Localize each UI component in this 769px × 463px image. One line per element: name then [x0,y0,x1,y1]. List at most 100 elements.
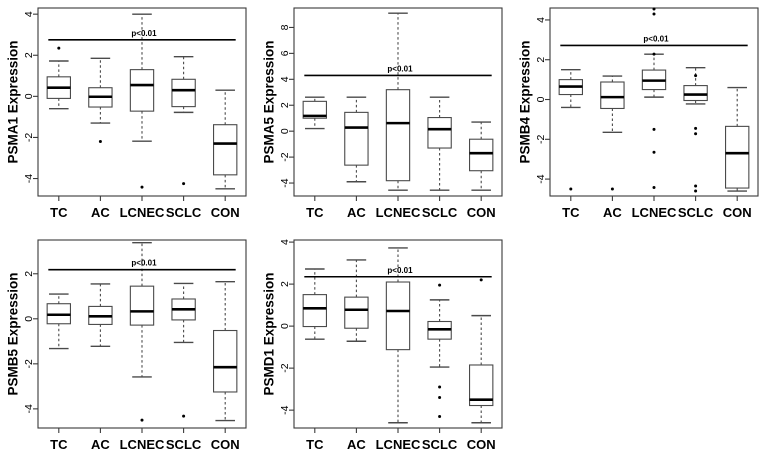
box-body [302,294,327,328]
box-plot-group [344,259,369,342]
x-axis-category-label: TC [562,205,580,220]
x-axis-category-label: AC [347,205,366,220]
box-plot-group [88,57,113,144]
x-axis-category-label: TC [306,205,324,220]
x-axis-category-label: SCLC [422,437,458,452]
y-axis-tick-label: -4 [279,178,291,187]
box-body [302,100,327,119]
outlier-point [569,187,573,191]
outlier-point [182,182,186,186]
box-body [683,85,708,102]
y-axis-tick-label: -4 [279,405,291,414]
box-body [427,117,452,149]
y-axis-tick-label: 2 [23,52,35,58]
box-body [344,296,369,329]
outlier-point [652,52,656,56]
outlier-point [438,385,442,389]
outlier-point [438,283,442,287]
y-axis-tick-label: 0 [535,96,547,102]
y-axis-tick-label: 0 [279,323,291,329]
x-axis-category-label: CON [467,205,496,220]
y-axis-label: PSMA1 Expression [6,40,21,163]
y-axis-tick-label: 4 [535,17,547,23]
box-body [129,285,155,326]
y-axis-tick-label: 0 [23,93,35,99]
y-axis-tick-label: -2 [279,152,291,161]
y-axis-tick-label: -4 [23,404,35,413]
x-axis-category-label: LCNEC [120,437,165,452]
y-axis-tick-label: -2 [279,363,291,372]
p-value-label: p<0.01 [387,266,413,275]
x-axis-category-label: SCLC [678,205,714,220]
box-plot-group [469,121,494,191]
outlier-point [57,46,61,50]
box-body [385,89,411,182]
box-body [344,111,369,166]
box-body [469,138,494,172]
box-body [469,364,494,407]
box-body [129,69,155,112]
outlier-point [694,189,698,193]
x-axis-category-label: SCLC [166,437,202,452]
box-plot-group [344,96,369,183]
p-value-label: p<0.01 [131,259,157,268]
box-body [600,81,625,110]
y-axis-label: PSMB4 Expression [518,40,533,163]
p-value-label: p<0.01 [131,29,157,38]
y-axis-label: PSMD1 Expression [262,272,277,395]
y-axis-tick-label: -2 [535,134,547,143]
outlier-point [652,185,656,189]
x-axis-category-label: TC [50,205,68,220]
outlier-point [652,7,656,11]
box-body [725,125,750,189]
outlier-point [610,187,614,191]
y-axis-tick-label: 0 [279,128,291,134]
x-axis-category-label: TC [50,437,68,452]
outlier-point [98,140,102,144]
outlier-point [182,414,186,418]
box-plot-group [129,13,155,189]
y-axis-tick-label: -2 [23,133,35,142]
y-axis-tick-label: 2 [279,102,291,108]
box-plot-group [683,66,708,193]
box-plot-group [46,293,71,350]
x-axis-category-label: LCNEC [376,205,421,220]
box-plot-group [46,46,71,110]
box-plot-group [558,68,583,191]
box-plot-group [725,86,750,192]
outlier-point [694,184,698,188]
outlier-point [694,74,698,78]
box-plot-group [641,7,667,189]
outlier-point [694,132,698,136]
x-axis-category-label: CON [211,437,240,452]
outlier-point [140,418,144,422]
box-plot-group [302,268,327,340]
y-axis-tick-label: 0 [23,316,35,322]
x-axis-category-label: AC [603,205,622,220]
y-axis-tick-label: 8 [279,24,291,30]
box-plot-group [427,283,452,418]
outlier-point [652,12,656,16]
box-plot-group [171,55,196,186]
box-plot-group [213,280,238,422]
x-axis-category-label: SCLC [422,205,458,220]
outlier-point [140,185,144,189]
x-axis-category-label: LCNEC [376,437,421,452]
y-axis-tick-label: 2 [279,281,291,287]
x-axis-category-label: CON [723,205,752,220]
x-axis-category-label: AC [91,437,110,452]
y-axis-tick-label: 2 [535,57,547,63]
y-axis-tick-label: -2 [23,359,35,368]
x-axis-category-label: TC [306,437,324,452]
p-value-label: p<0.01 [387,64,413,73]
box-plot-group [385,12,411,191]
outlier-point [438,414,442,418]
p-value-label: p<0.01 [643,34,669,43]
y-axis-tick-label: 4 [23,11,35,17]
